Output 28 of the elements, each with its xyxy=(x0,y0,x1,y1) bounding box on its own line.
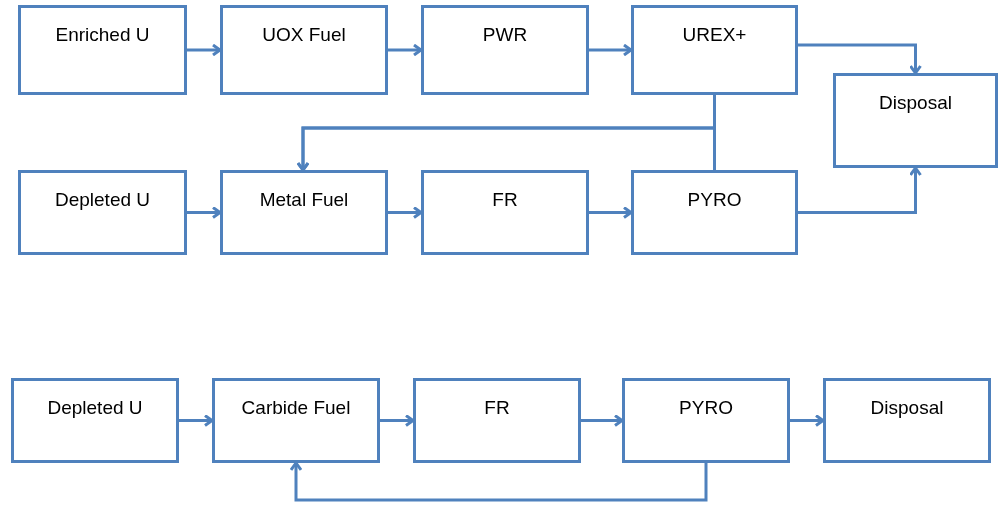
process-box: FR xyxy=(421,170,589,255)
process-box: PWR xyxy=(421,5,589,95)
arrow xyxy=(380,414,415,427)
process-box: UOX Fuel xyxy=(220,5,388,95)
arrow xyxy=(790,414,825,427)
arrow xyxy=(581,414,624,427)
process-box: Metal Fuel xyxy=(220,170,388,255)
arrow xyxy=(589,206,633,219)
arrow xyxy=(798,43,922,75)
process-box: Disposal xyxy=(823,378,991,463)
process-box: FR xyxy=(413,378,581,463)
process-box: PYRO xyxy=(631,170,798,255)
process-box: UREX+ xyxy=(631,5,798,95)
arrow xyxy=(798,166,922,214)
arrow xyxy=(179,414,214,427)
arrow xyxy=(187,43,222,57)
process-box: Carbide Fuel xyxy=(212,378,380,463)
arrow xyxy=(187,206,222,219)
process-box: Enriched U xyxy=(18,5,187,95)
arrow xyxy=(289,461,708,502)
process-box: Depleted U xyxy=(18,170,187,255)
arrow xyxy=(388,43,423,57)
process-box: PYRO xyxy=(622,378,790,463)
arrow xyxy=(296,126,716,172)
process-box: Depleted U xyxy=(11,378,179,463)
arrow xyxy=(388,206,423,219)
arrow xyxy=(589,43,633,57)
process-box: Disposal xyxy=(833,73,998,168)
